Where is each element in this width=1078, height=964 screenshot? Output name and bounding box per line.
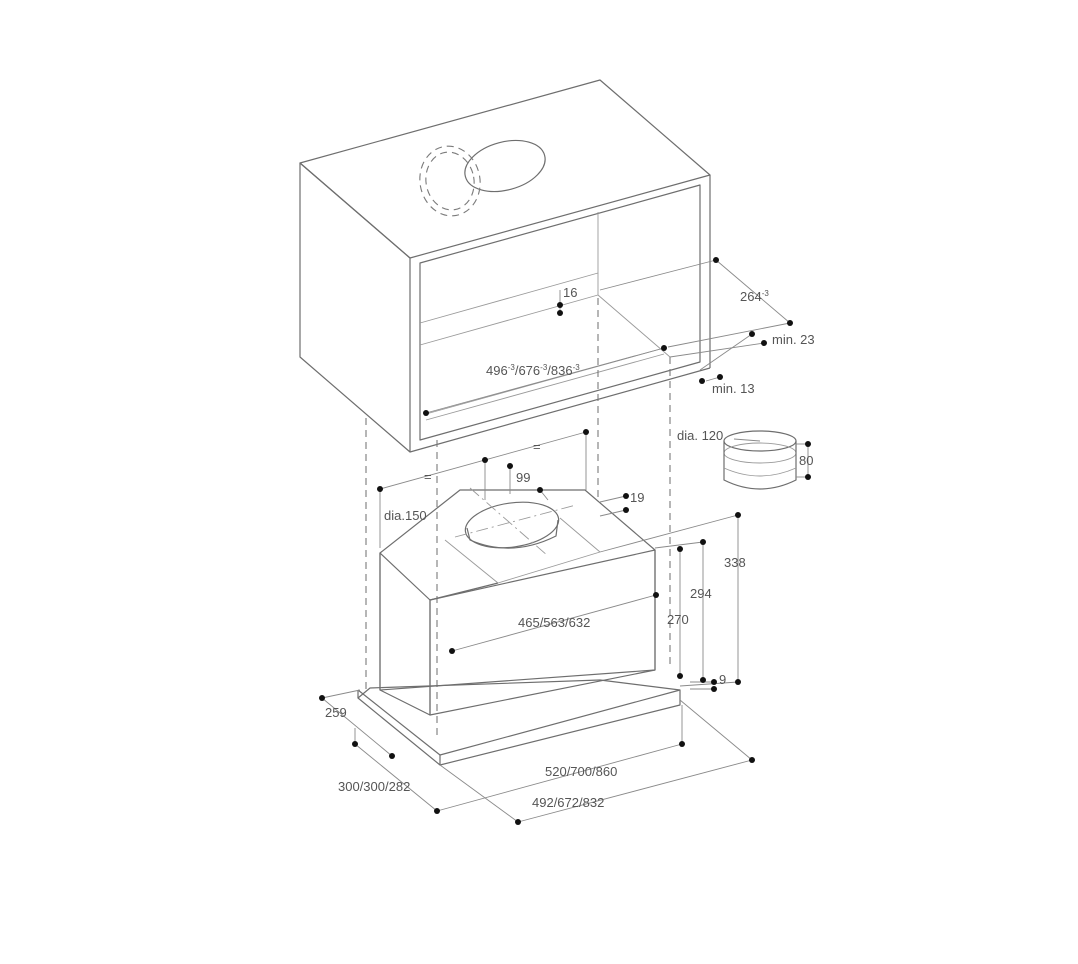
wall-cabinet — [299, 79, 711, 453]
label-dia-150: dia.150 — [384, 508, 427, 523]
label-equal-right: = — [533, 439, 541, 454]
dimension-dots — [319, 257, 811, 825]
label-19: 19 — [630, 490, 644, 505]
projection-lines — [365, 298, 671, 740]
label-259: 259 — [325, 705, 347, 720]
label-min-23: min. 23 — [772, 332, 815, 347]
label-300-300-282: 300/300/282 — [338, 779, 410, 794]
label-465-563-632: 465/563/632 — [518, 615, 590, 630]
label-width-496-676-836: 496-3/676-3/836-3 — [486, 363, 580, 378]
label-99: 99 — [516, 470, 530, 485]
label-9: 9 — [719, 672, 726, 687]
label-264: 264-3 — [740, 289, 769, 304]
adaptor-ring — [723, 430, 797, 490]
label-270: 270 — [667, 612, 689, 627]
label-520-700-860: 520/700/860 — [545, 764, 617, 779]
label-294: 294 — [690, 586, 712, 601]
label-338: 338 — [724, 555, 746, 570]
label-dia-120: dia. 120 — [677, 428, 723, 443]
label-492-672-832: 492/672/832 — [532, 795, 604, 810]
dimension-lines — [321, 259, 809, 823]
label-16: 16 — [563, 285, 577, 300]
label-80: 80 — [799, 453, 813, 468]
label-equal-left: = — [424, 469, 432, 484]
dimension-labels: 264-3 16 min. 23 min. 13 496-3/676-3/836… — [325, 285, 815, 810]
label-min-13: min. 13 — [712, 381, 755, 396]
